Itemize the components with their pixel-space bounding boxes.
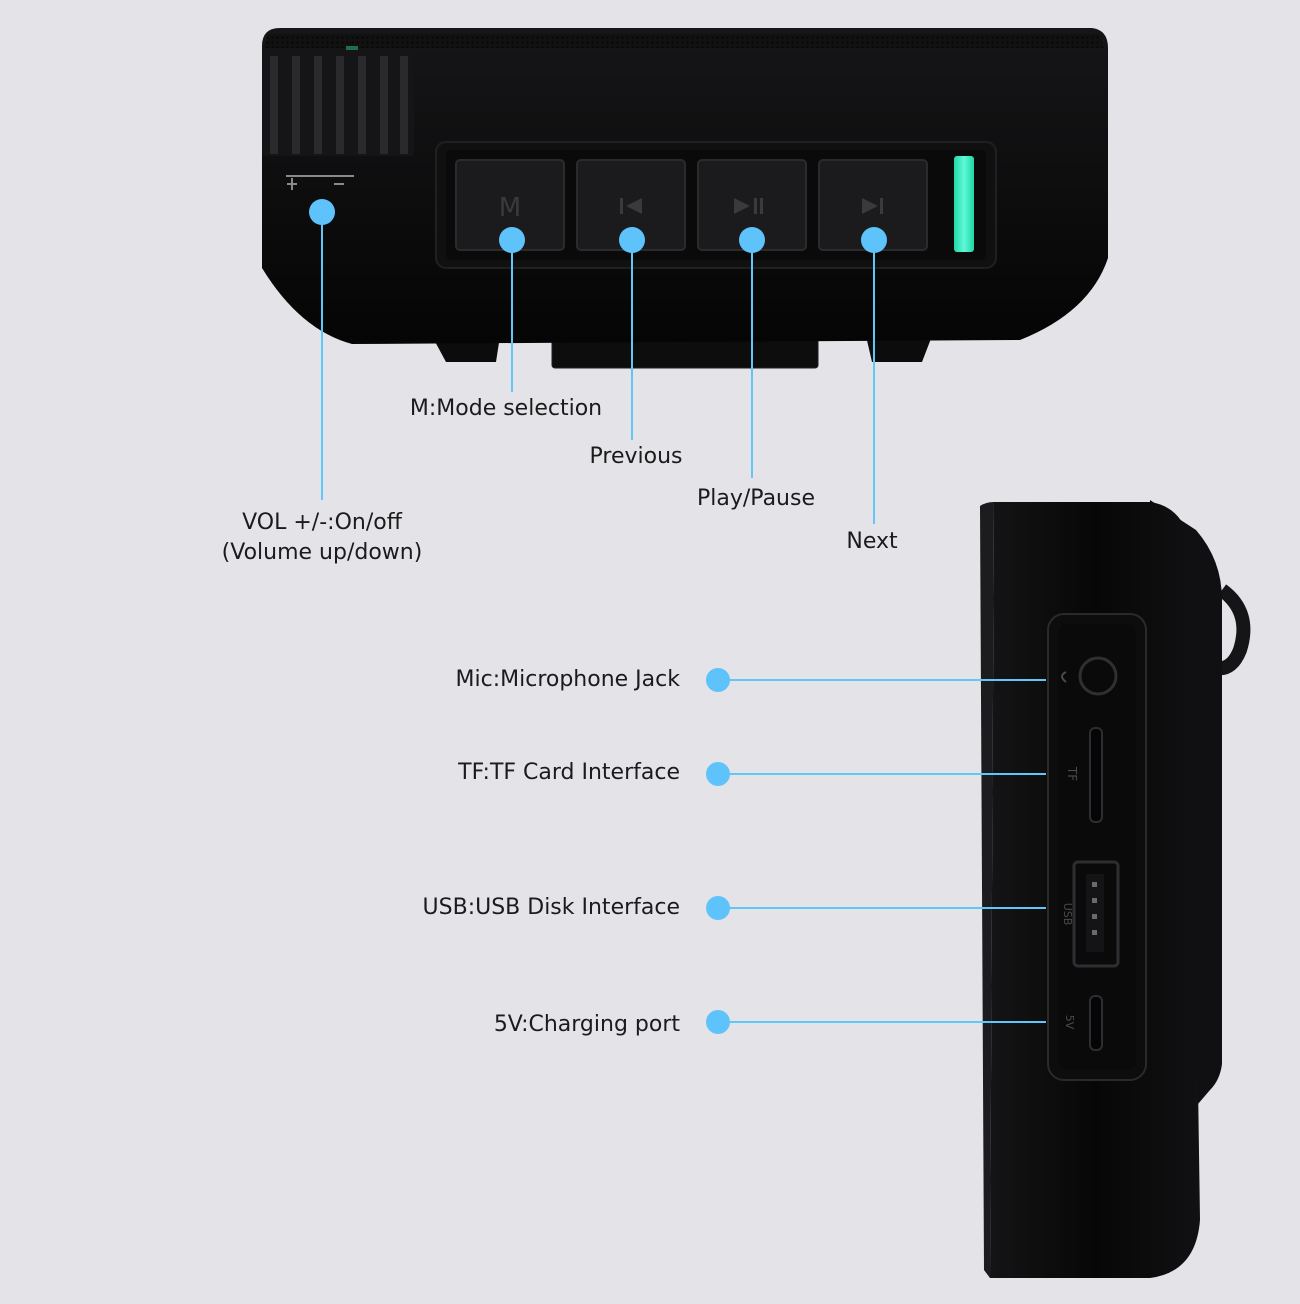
plus-minus-icon bbox=[286, 175, 354, 190]
charge-mark: 5V bbox=[1063, 1015, 1076, 1030]
micro-usb-icon[interactable]: 5V bbox=[1063, 995, 1103, 1051]
play-pause-icon bbox=[734, 198, 763, 214]
top-device: M bbox=[262, 28, 1108, 369]
play-pause-label: Play/Pause bbox=[697, 486, 815, 511]
top-edge-highlight bbox=[346, 46, 358, 50]
usb-port-icon[interactable]: USB bbox=[1061, 860, 1120, 968]
mic-jack-icon[interactable] bbox=[1061, 656, 1118, 696]
charging-callout-dot bbox=[706, 1010, 730, 1034]
next-icon bbox=[862, 198, 883, 214]
mic-label: Mic:Microphone Jack bbox=[455, 667, 680, 692]
clip-foot-right bbox=[866, 336, 932, 362]
next-label: Next bbox=[846, 529, 898, 554]
charging-label: 5V:Charging port bbox=[493, 1012, 680, 1037]
vol-callout-dot bbox=[309, 199, 335, 225]
volume-wheel[interactable] bbox=[262, 52, 414, 156]
mode-button[interactable]: M bbox=[455, 159, 565, 251]
mode-label: M:Mode selection bbox=[409, 396, 603, 421]
callout-lines bbox=[321, 212, 1046, 1023]
vol-label-line1: VOL +/-:On/off bbox=[242, 510, 402, 535]
speaker-grille bbox=[264, 34, 1104, 48]
vol-label-line2: (Volume up/down) bbox=[221, 540, 423, 565]
usb-mark: USB bbox=[1061, 903, 1074, 926]
tf-mark: TF bbox=[1065, 766, 1079, 781]
tf-slot-icon[interactable]: TF bbox=[1065, 727, 1103, 823]
indicator-light bbox=[954, 156, 974, 252]
previous-icon bbox=[620, 198, 642, 214]
tf-callout-dot bbox=[706, 762, 730, 786]
next-callout-dot bbox=[861, 227, 887, 253]
usb-callout-dot bbox=[706, 896, 730, 920]
play-pause-callout-dot bbox=[739, 227, 765, 253]
previous-button[interactable] bbox=[576, 159, 686, 251]
callout-dots bbox=[309, 199, 887, 1034]
mode-callout-dot bbox=[499, 227, 525, 253]
tf-label: TF:TF Card Interface bbox=[458, 760, 680, 785]
mode-icon: M bbox=[499, 193, 521, 223]
side-device: TF USB 5V bbox=[980, 500, 1251, 1278]
lanyard-loop bbox=[1217, 584, 1251, 676]
usb-label: USB:USB Disk Interface bbox=[422, 895, 680, 920]
previous-label: Previous bbox=[589, 444, 683, 469]
vol-label: VOL +/-:On/off (Volume up/down) bbox=[172, 508, 472, 568]
previous-callout-dot bbox=[619, 227, 645, 253]
mic-callout-dot bbox=[706, 668, 730, 692]
